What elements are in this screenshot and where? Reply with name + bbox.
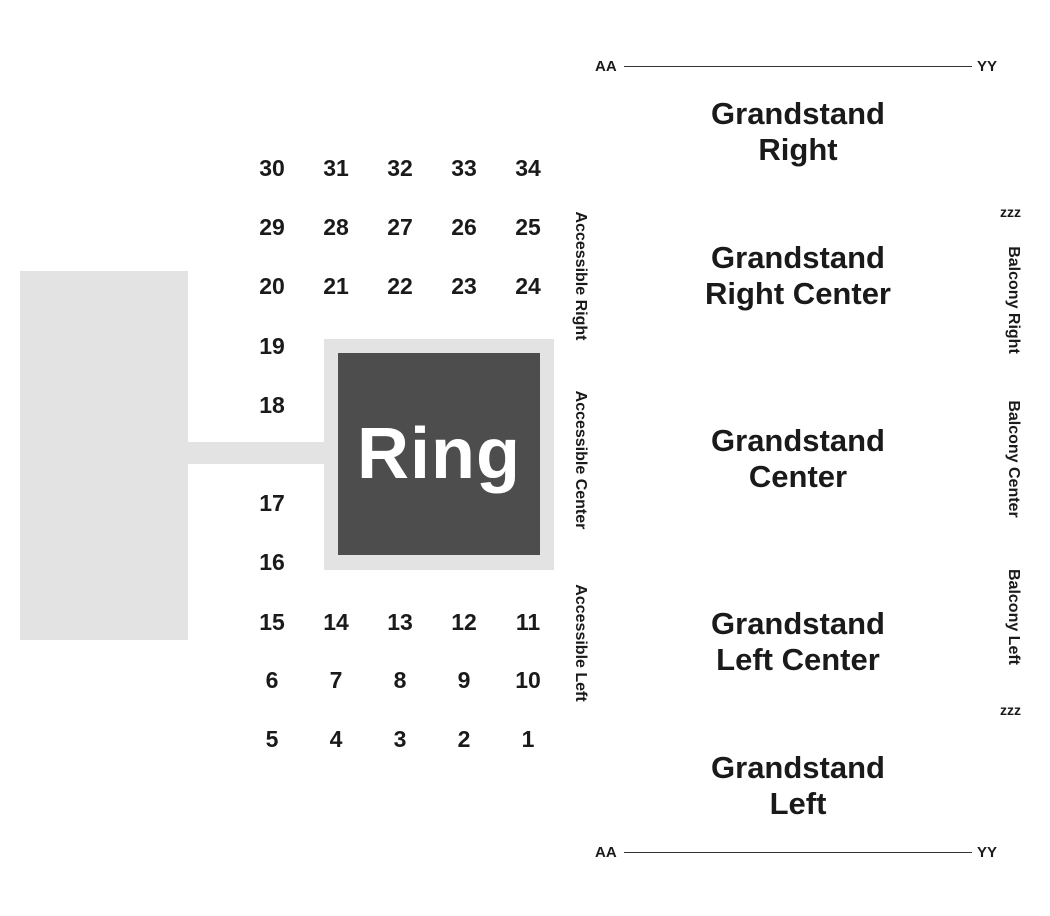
section-label-line1: Grandstand bbox=[711, 96, 885, 131]
floor-section-11[interactable]: 11 bbox=[515, 609, 541, 635]
section-label-line2: Center bbox=[748, 459, 848, 494]
floor-section-16[interactable]: 16 bbox=[259, 549, 285, 575]
floor-section-17[interactable]: 17 bbox=[259, 490, 285, 516]
section-label-line1: Grandstand bbox=[711, 240, 885, 275]
section-grandstand-right[interactable]: Grandstand Right bbox=[668, 96, 928, 168]
entrance-walkway bbox=[186, 442, 326, 464]
floor-section-12[interactable]: 12 bbox=[451, 609, 477, 635]
floor-section-32[interactable]: 32 bbox=[387, 155, 413, 181]
section-grandstand-left[interactable]: Grandstand Left bbox=[668, 750, 928, 822]
row-line-top bbox=[624, 66, 972, 67]
floor-section-33[interactable]: 33 bbox=[451, 155, 477, 181]
floor-section-8[interactable]: 8 bbox=[393, 667, 407, 693]
row-line-bottom bbox=[624, 852, 972, 853]
section-accessible-center[interactable]: Accessible Center bbox=[572, 390, 589, 530]
section-balcony-right[interactable]: Balcony Right bbox=[1005, 246, 1022, 354]
floor-section-14[interactable]: 14 bbox=[323, 609, 349, 635]
stage-area bbox=[20, 271, 188, 640]
floor-section-19[interactable]: 19 bbox=[259, 333, 285, 359]
section-label-line1: Grandstand bbox=[711, 606, 885, 641]
floor-section-7[interactable]: 7 bbox=[329, 667, 343, 693]
section-accessible-right[interactable]: Accessible Right bbox=[572, 211, 589, 341]
section-label-line1: Grandstand bbox=[711, 423, 885, 458]
row-marker-zzz-bottom: zzz bbox=[1000, 702, 1021, 718]
floor-section-1[interactable]: 1 bbox=[521, 726, 535, 752]
section-grandstand-left-center[interactable]: Grandstand Left Center bbox=[668, 606, 928, 678]
section-accessible-left[interactable]: Accessible Left bbox=[572, 584, 589, 702]
floor-section-28[interactable]: 28 bbox=[323, 214, 349, 240]
floor-section-3[interactable]: 3 bbox=[393, 726, 407, 752]
row-marker-aa-top: AA bbox=[595, 58, 617, 75]
floor-section-20[interactable]: 20 bbox=[259, 273, 285, 299]
floor-section-25[interactable]: 25 bbox=[515, 214, 541, 240]
floor-section-34[interactable]: 34 bbox=[515, 155, 541, 181]
floor-section-5[interactable]: 5 bbox=[265, 726, 279, 752]
floor-section-22[interactable]: 22 bbox=[387, 273, 413, 299]
section-label-line2: Right bbox=[758, 132, 838, 167]
floor-section-9[interactable]: 9 bbox=[457, 667, 471, 693]
floor-section-31[interactable]: 31 bbox=[323, 155, 349, 181]
floor-section-15[interactable]: 15 bbox=[259, 609, 285, 635]
floor-section-27[interactable]: 27 bbox=[387, 214, 413, 240]
floor-section-26[interactable]: 26 bbox=[451, 214, 477, 240]
section-label-line2: Right Center bbox=[705, 276, 891, 311]
row-marker-yy-top: YY bbox=[977, 58, 998, 75]
floor-section-18[interactable]: 18 bbox=[259, 392, 285, 418]
ring-label: Ring bbox=[357, 414, 521, 494]
floor-section-2[interactable]: 2 bbox=[457, 726, 471, 752]
floor-section-23[interactable]: 23 bbox=[451, 273, 477, 299]
section-label-line2: Left bbox=[769, 786, 827, 821]
section-label-line2: Left Center bbox=[716, 642, 880, 677]
section-label-line1: Grandstand bbox=[711, 750, 885, 785]
floor-section-10[interactable]: 10 bbox=[515, 667, 541, 693]
row-marker-aa-bottom: AA bbox=[595, 844, 617, 861]
section-grandstand-right-center[interactable]: Grandstand Right Center bbox=[668, 240, 928, 312]
floor-section-4[interactable]: 4 bbox=[329, 726, 343, 752]
section-grandstand-center[interactable]: Grandstand Center bbox=[668, 423, 928, 495]
row-marker-zzz-top: zzz bbox=[1000, 204, 1021, 220]
floor-section-24[interactable]: 24 bbox=[515, 273, 541, 299]
ring[interactable] bbox=[338, 353, 540, 555]
floor-section-30[interactable]: 30 bbox=[259, 155, 285, 181]
floor-section-13[interactable]: 13 bbox=[387, 609, 413, 635]
floor-section-29[interactable]: 29 bbox=[259, 214, 285, 240]
section-balcony-left[interactable]: Balcony Left bbox=[1005, 568, 1022, 666]
section-balcony-center[interactable]: Balcony Center bbox=[1005, 400, 1022, 518]
floor-section-21[interactable]: 21 bbox=[323, 273, 349, 299]
row-marker-yy-bottom: YY bbox=[977, 844, 998, 861]
floor-section-6[interactable]: 6 bbox=[265, 667, 279, 693]
